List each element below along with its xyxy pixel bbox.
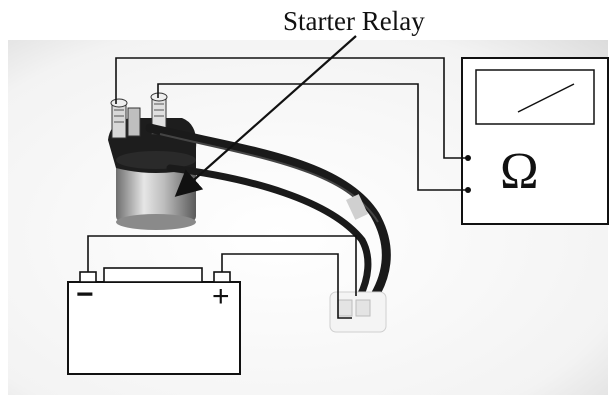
battery-positive-label: + [212,280,230,314]
meter-dial [476,70,594,124]
battery-negative-label: − [76,278,94,312]
starter-relay-label: Starter Relay [283,6,425,37]
ohm-symbol: Ω [500,142,539,201]
